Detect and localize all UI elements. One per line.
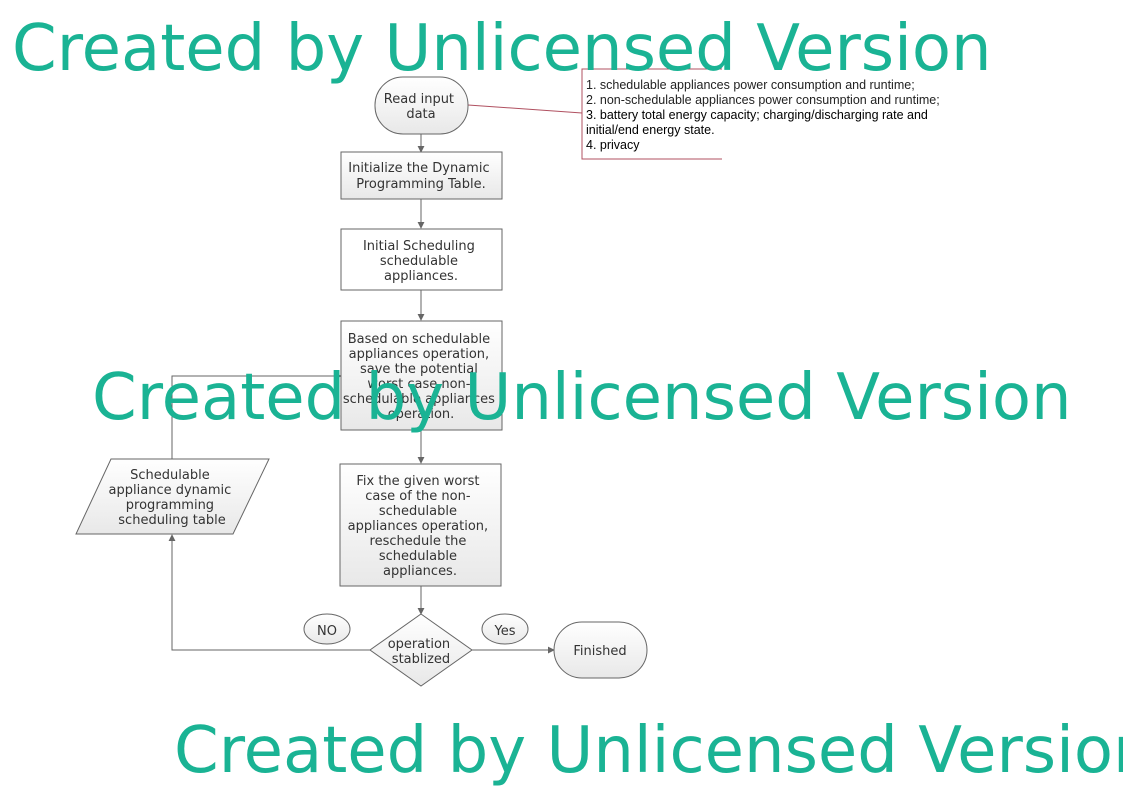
input-data-note: 1. schedulable appliances power consumpt…	[581, 68, 940, 160]
note-line-1: 1. schedulable appliances power consumpt…	[586, 78, 915, 92]
read-input-label: Read input data	[384, 92, 458, 122]
initial-scheduling-node: Initial Scheduling schedulable appliance…	[340, 228, 503, 291]
fix-worst-case-label: Fix the given worst case of the non- sch…	[348, 474, 493, 579]
watermark-bottom: Created by Unlicensed Version	[174, 714, 1123, 788]
initial-scheduling-label: Initial Scheduling schedulable appliance…	[363, 239, 479, 284]
decision-node: operation stablized	[369, 613, 473, 687]
save-worst-case-node: Based on schedulable appliances operatio…	[340, 320, 503, 431]
watermark-middle: Created by Unlicensed Version	[92, 361, 1072, 435]
note-connector	[467, 104, 583, 114]
yes-label-text: Yes	[494, 624, 516, 639]
edge-table-to-save	[171, 372, 342, 459]
edge-decision-no	[168, 534, 370, 651]
init-table-label: Initialize the Dynamic Programming Table…	[348, 161, 493, 192]
dp-table-label: Schedulable appliance dynamic programmin…	[109, 468, 236, 528]
dp-table-node: Schedulable appliance dynamic programmin…	[75, 458, 270, 535]
fix-worst-case-node: Fix the given worst case of the non- sch…	[339, 463, 502, 587]
note-line-3: 3. battery total energy capacity; chargi…	[586, 108, 928, 122]
finished-label: Finished	[573, 644, 626, 659]
note-line-4: initial/end energy state.	[586, 123, 715, 137]
read-input-node: Read input data	[374, 76, 469, 135]
yes-label: Yes	[481, 613, 529, 645]
decision-label: operation stablized	[388, 637, 455, 667]
no-label: NO	[303, 613, 351, 645]
finished-node: Finished	[553, 621, 648, 679]
save-worst-case-label: Based on schedulable appliances operatio…	[343, 332, 499, 422]
init-table-node: Initialize the Dynamic Programming Table…	[340, 151, 503, 200]
no-label-text: NO	[317, 624, 337, 639]
note-line-2: 2. non-schedulable appliances power cons…	[586, 93, 940, 107]
note-line-5: 4. privacy	[586, 138, 640, 152]
watermark-top: Created by Unlicensed Version	[12, 12, 992, 86]
